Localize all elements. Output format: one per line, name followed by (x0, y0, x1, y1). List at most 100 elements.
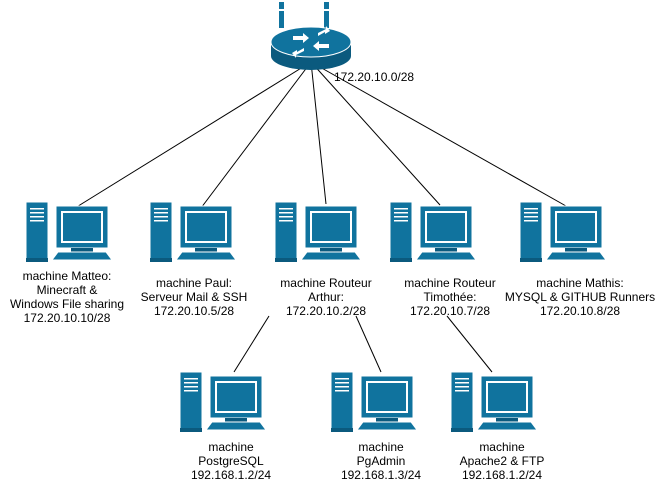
router-icon (270, 2, 352, 70)
tower-slot (335, 382, 349, 384)
label-line: machine Routeur (280, 276, 372, 290)
keyboard (545, 251, 607, 261)
machine-label-postgresql: machine PostgreSQL 192.168.1.2/24 (191, 440, 271, 482)
label-line: 172.20.10.10/28 (23, 311, 111, 325)
tower (519, 201, 543, 263)
keyboard (175, 251, 237, 261)
tower-slot (279, 220, 293, 222)
keyboard (300, 251, 362, 261)
link-router-mathis (310, 61, 567, 207)
keyboard (476, 421, 538, 431)
label-line: 172.20.10.2/28 (285, 304, 367, 318)
tower-slot (184, 390, 198, 392)
label-line: MYSQL & GITHUB Runners (504, 290, 656, 304)
tower (450, 371, 474, 433)
monitor-screen (557, 213, 595, 241)
desktop-computer-icon-matteo (25, 201, 113, 263)
tower-slot (154, 212, 168, 214)
monitor-screen (187, 213, 225, 241)
tower (25, 201, 49, 263)
tower-slot (524, 220, 538, 222)
tower-base (180, 428, 202, 432)
machine-label-routeur-timothee: machine Routeur Timothée: 172.20.10.7/28 (404, 276, 495, 318)
tower-slot (524, 208, 538, 210)
tower-slot (394, 216, 408, 218)
label-line: machine Matteo: (22, 269, 112, 283)
machine-label-pgadmin: machine PgAdmin 192.168.1.3/24 (341, 440, 421, 482)
tower-slot (335, 386, 349, 388)
label-line: Timothée: (423, 290, 477, 304)
label-line: Arthur: (307, 290, 345, 304)
router-antenna-left-band (279, 9, 284, 11)
tower-slot (279, 212, 293, 214)
monitor-screen (217, 383, 255, 411)
label-line: PostgreSQL (198, 454, 264, 468)
tower-slot (455, 390, 469, 392)
monitor-neck (565, 248, 587, 252)
link-router-routeur-arthur (310, 61, 327, 205)
monitor-neck (71, 248, 93, 252)
tower-base (390, 258, 412, 262)
link-router-paul (200, 61, 312, 209)
router-network-label: 172.20.10.0/28 (334, 70, 415, 84)
tower (179, 371, 203, 433)
tower-slot (279, 216, 293, 218)
label-line: Apache2 & FTP (459, 454, 545, 468)
machine-label-paul: machine Paul: Serveur Mail & SSH 172.20.… (141, 276, 248, 318)
label-line: Serveur Mail & SSH (140, 290, 248, 304)
links-layer (74, 61, 567, 373)
monitor-neck (496, 418, 518, 422)
router-antenna-left (279, 2, 284, 28)
tower-slot (184, 386, 198, 388)
tower-slot (154, 216, 168, 218)
desktop-computer-icon-postgresql (179, 371, 267, 433)
tower-base (275, 258, 297, 262)
label-line: 172.20.10.8/28 (539, 304, 621, 318)
monitor-screen (63, 213, 101, 241)
tower-slot (30, 220, 44, 222)
tower (149, 201, 173, 263)
tower-slot (30, 208, 44, 210)
tower-base (451, 428, 473, 432)
machine-label-mathis: machine Mathis: MYSQL & GITHUB Runners 1… (505, 276, 655, 318)
tower-slot (455, 378, 469, 380)
tower-slot (154, 220, 168, 222)
machine-label-apache-ftp: machine Apache2 & FTP 192.168.1.2/24 (460, 440, 545, 482)
tower (274, 201, 298, 263)
label-line: 172.20.10.5/28 (153, 304, 235, 318)
tower-slot (394, 208, 408, 210)
keyboard (205, 421, 267, 431)
monitor-screen (312, 213, 350, 241)
label-line: Windows File sharing (9, 297, 125, 311)
keyboard (415, 251, 477, 261)
tower-slot (524, 216, 538, 218)
label-line: Minecraft & (36, 283, 98, 297)
label-line: 192.168.1.2/24 (461, 468, 543, 482)
label-line: machine Paul: (155, 276, 233, 290)
label-line: machine (479, 440, 525, 454)
tower (330, 371, 354, 433)
desktop-computer-icon-routeur-arthur (274, 201, 362, 263)
desktop-computer-icon-mathis (519, 201, 607, 263)
tower-slot (335, 378, 349, 380)
monitor-neck (376, 418, 398, 422)
machine-label-routeur-arthur: machine Routeur Arthur: 172.20.10.2/28 (280, 276, 371, 318)
tower-base (150, 258, 172, 262)
desktop-computer-icon-routeur-timothee (389, 201, 477, 263)
router-antenna-right-band (324, 9, 329, 11)
machine-label-matteo: machine Matteo: Minecraft & Windows File… (10, 269, 124, 325)
tower-slot (394, 212, 408, 214)
tower-slot (154, 208, 168, 210)
label-line: machine Mathis: (536, 276, 624, 290)
monitor-neck (320, 248, 342, 252)
tower-base (26, 258, 48, 262)
link-router-matteo (74, 61, 312, 209)
tower-slot (30, 216, 44, 218)
label-line: machine (208, 440, 254, 454)
router-body-top (270, 26, 352, 58)
router-arrows (292, 26, 330, 58)
tower-slot (184, 378, 198, 380)
monitor-screen (488, 383, 526, 411)
